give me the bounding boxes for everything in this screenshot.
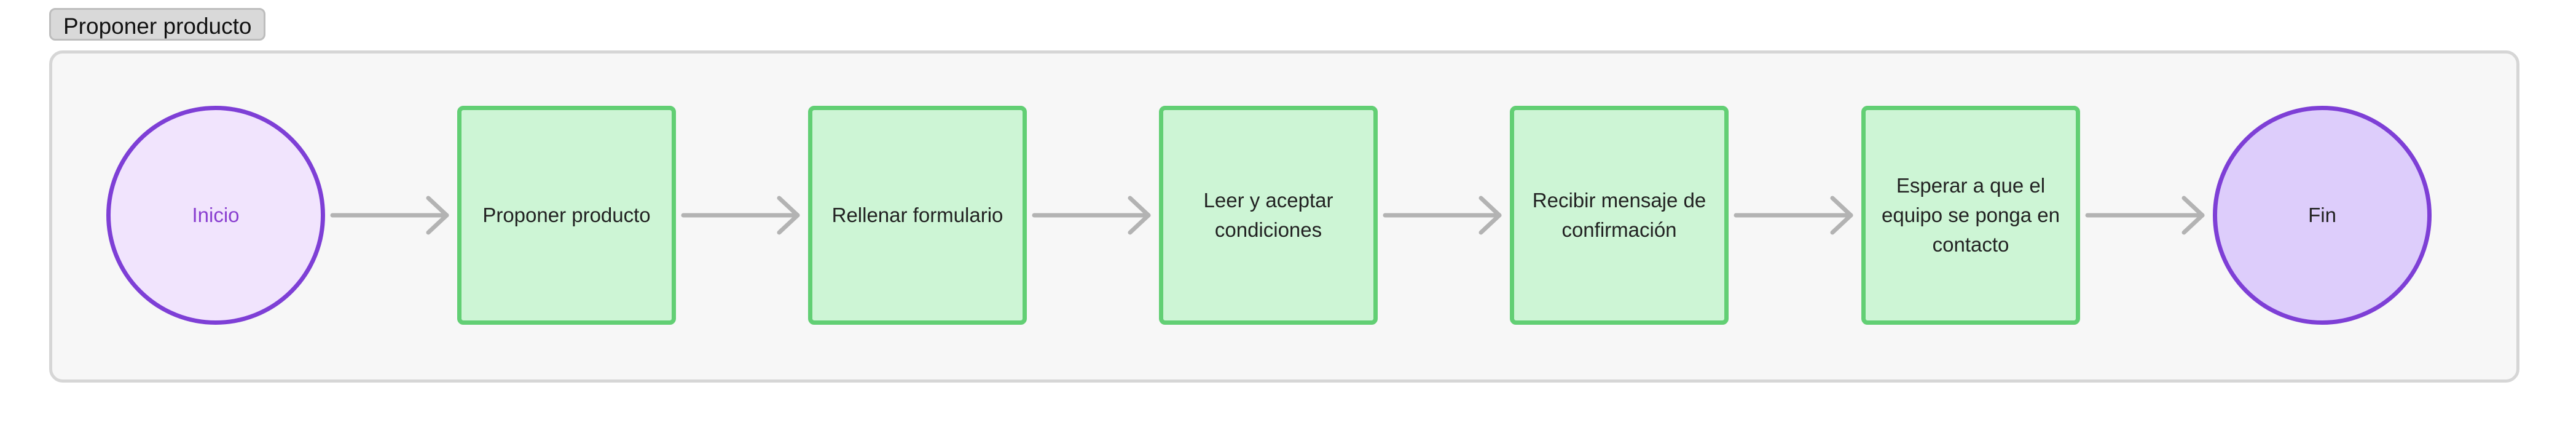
- step-label: Leer y aceptar condiciones: [1203, 189, 1333, 241]
- arrow-step2-to-step3: [1032, 196, 1151, 235]
- start-node[interactable]: Inicio: [106, 106, 325, 325]
- step-recibir-confirmacion[interactable]: Recibir mensaje de confirmación: [1510, 106, 1729, 325]
- step-label: Recibir mensaje de confirmación: [1532, 189, 1706, 241]
- end-node-label: Fin: [2308, 204, 2336, 227]
- step-esperar-contacto[interactable]: Esperar a que el equipo se ponga en cont…: [1861, 106, 2080, 325]
- step-label: Rellenar formulario: [831, 204, 1003, 227]
- step-proponer-producto[interactable]: Proponer producto: [457, 106, 676, 325]
- step-label: Esperar a que el equipo se ponga en cont…: [1882, 174, 2060, 256]
- arrow-step4-to-step5: [1734, 196, 1853, 235]
- arrow-step3-to-step4: [1383, 196, 1502, 235]
- arrow-step5-to-end: [2085, 196, 2205, 235]
- step-label: Proponer producto: [482, 204, 651, 227]
- arrow-start-to-step1: [330, 196, 449, 235]
- end-node[interactable]: Fin: [2213, 106, 2432, 325]
- frame-label: Proponer producto: [49, 8, 266, 41]
- start-node-label: Inicio: [192, 204, 240, 227]
- arrow-step1-to-step2: [681, 196, 800, 235]
- step-rellenar-formulario[interactable]: Rellenar formulario: [808, 106, 1027, 325]
- step-leer-aceptar-condiciones[interactable]: Leer y aceptar condiciones: [1159, 106, 1378, 325]
